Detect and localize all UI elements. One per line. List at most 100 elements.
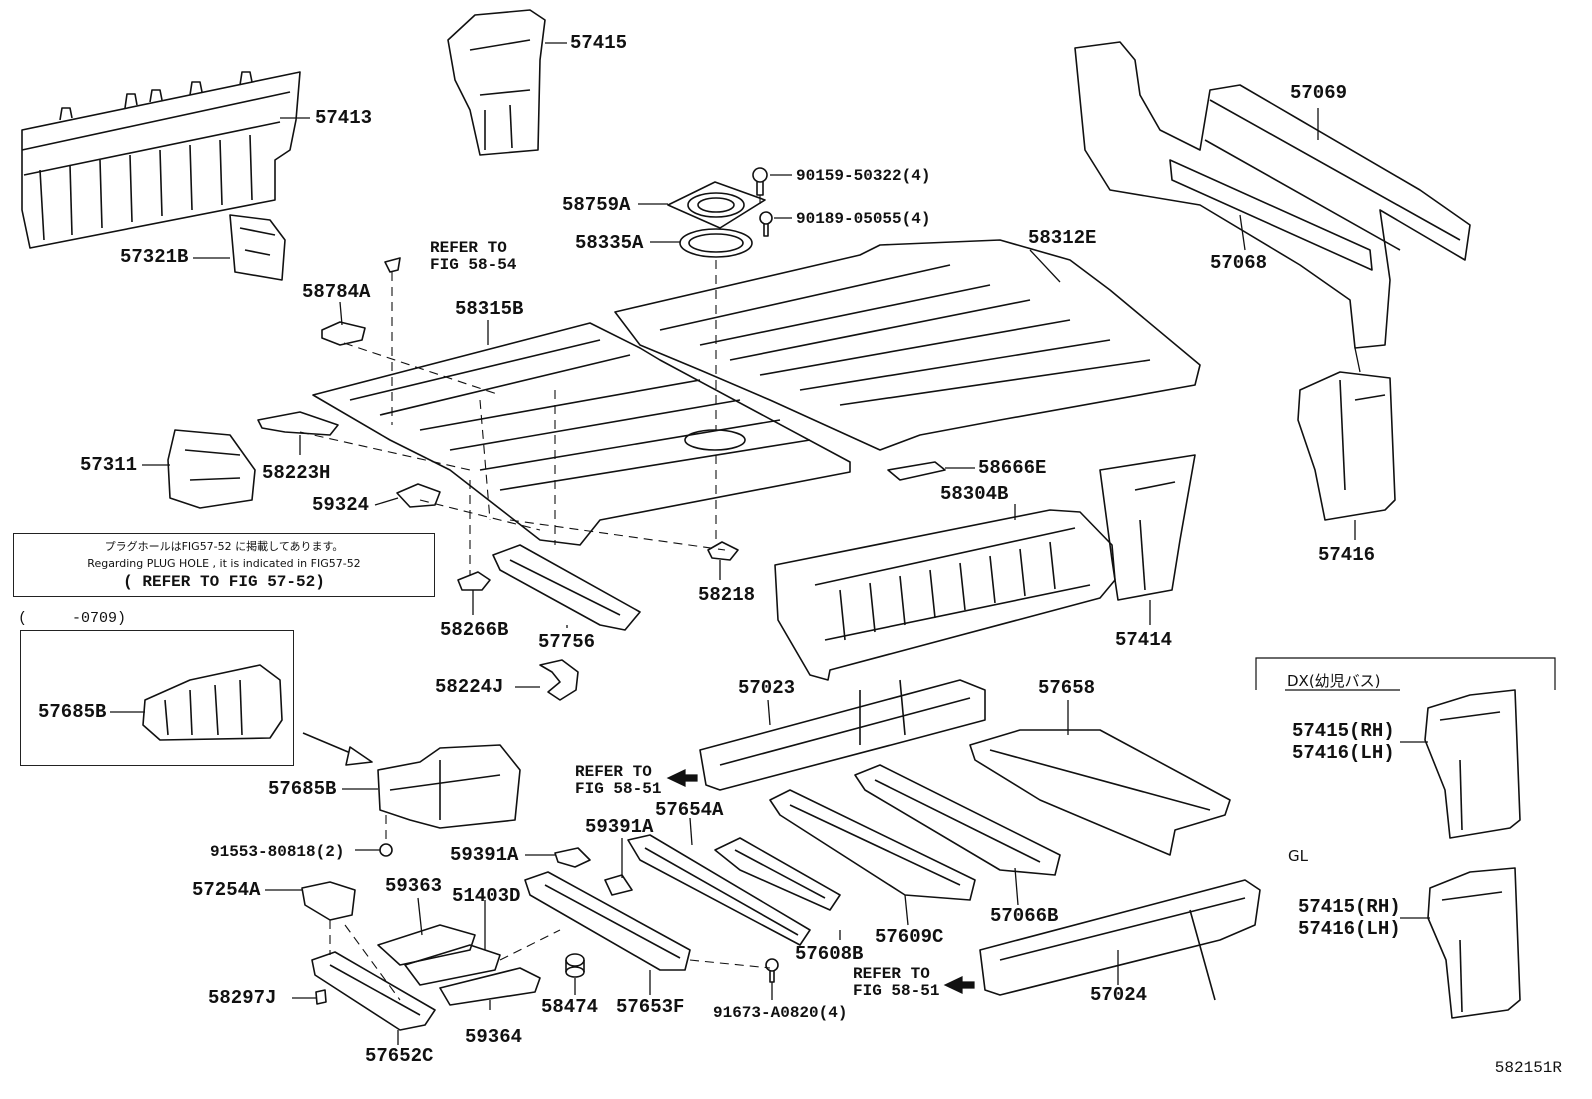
part-58335A-shape	[679, 228, 753, 258]
refer-note-58-54-line1: REFER TO	[430, 239, 507, 257]
plug-hole-note-ref: ( REFER TO FIG 57-52)	[123, 573, 325, 591]
label-59324: 59324	[312, 494, 370, 516]
label-57685B: 57685B	[268, 778, 337, 800]
label-57311: 57311	[80, 454, 138, 476]
part-58312E-shape	[614, 239, 1201, 451]
part-57685B-inset-shape	[142, 664, 283, 741]
plug-hole-note-jp: プラグホールはFIG57-52 に掲載してあります。	[104, 540, 344, 553]
part-57608B-shape	[714, 837, 841, 911]
label-57658: 57658	[1038, 677, 1096, 699]
label-57685B-inset: 57685B	[38, 701, 107, 723]
label-57023: 57023	[738, 677, 796, 699]
part-58297J-shape	[315, 989, 327, 1005]
label-57608B: 57608B	[795, 943, 864, 965]
part-58784A-shape	[321, 321, 366, 346]
bolt-58-54-shape	[384, 257, 401, 273]
part-57414-shape	[1099, 454, 1196, 601]
label-57068: 57068	[1210, 252, 1268, 274]
part-57658-shape	[969, 729, 1231, 856]
part-59364-shape	[439, 967, 541, 1006]
part-57415-shape	[447, 9, 546, 156]
label-58474: 58474	[541, 996, 599, 1018]
part-57254A-shape	[301, 881, 356, 921]
part-58266B-shape	[457, 571, 491, 591]
label-58218: 58218	[698, 584, 756, 606]
part-57413-shape	[21, 71, 301, 249]
label-59364: 59364	[465, 1026, 523, 1048]
label-57254A: 57254A	[192, 879, 261, 901]
label-58266B: 58266B	[440, 619, 509, 641]
part-59324-shape	[396, 483, 441, 508]
bolt-90159-shape	[752, 167, 768, 196]
part-59363-shape	[377, 924, 476, 966]
part-57024-shape	[979, 879, 1261, 1001]
part-58759A-shape	[667, 181, 766, 229]
grade-gl-caption: GL	[1288, 847, 1308, 865]
part-57023-shape	[699, 679, 986, 791]
part-57066B-shape	[854, 764, 1061, 876]
part-57321B-shape	[229, 214, 286, 281]
label-58297J: 58297J	[208, 987, 277, 1009]
part-58304B-shape	[774, 509, 1116, 681]
label-59391A-upper: 59391A	[585, 816, 654, 838]
bolt-90189-shape	[759, 211, 773, 237]
part-58218-shape	[707, 541, 739, 561]
label-58223H: 58223H	[262, 462, 331, 484]
label-57756: 57756	[538, 631, 596, 653]
label-57416: 57416	[1318, 544, 1376, 566]
label-58759A: 58759A	[562, 194, 631, 216]
part-57654A-shape	[627, 834, 811, 946]
refer-note-58-51-left: REFER TO FIG 58-51	[575, 764, 661, 798]
bolt-91553-shape	[379, 843, 393, 857]
refer-note-58-54: REFER TO FIG 58-54	[430, 240, 516, 274]
label-58312E: 58312E	[1028, 227, 1097, 249]
label-57652C: 57652C	[365, 1045, 434, 1067]
part-58474-shape	[565, 953, 585, 978]
refer-note-58-51-right: REFER TO FIG 58-51	[853, 966, 939, 1000]
part-58223H-shape	[257, 411, 339, 436]
label-51403D: 51403D	[452, 885, 521, 907]
label-57415-rh-gl: 57415(RH)	[1298, 896, 1401, 918]
part-57609C-shape	[769, 789, 976, 901]
part-57069-shape	[1074, 41, 1471, 349]
part-57415-57416-dx-shape	[1424, 689, 1521, 839]
label-57024: 57024	[1090, 984, 1148, 1006]
refer-note-58-54-line2: FIG 58-54	[430, 256, 517, 274]
part-57415-57416-gl-shape	[1427, 867, 1521, 1019]
label-57321B: 57321B	[120, 246, 189, 268]
part-57416-shape	[1297, 371, 1396, 521]
part-58224J-shape	[539, 659, 579, 701]
label-57653F: 57653F	[616, 996, 685, 1018]
part-57652C-shape	[311, 951, 436, 1031]
label-58304B: 58304B	[940, 483, 1009, 505]
inset-frame	[20, 630, 294, 766]
label-58224J: 58224J	[435, 676, 504, 698]
label-57416-lh-dx: 57416(LH)	[1292, 742, 1395, 764]
label-91673-A0820: 91673-A0820(4)	[713, 1004, 848, 1022]
label-57415: 57415	[570, 32, 628, 54]
label-58784A: 58784A	[302, 281, 371, 303]
label-58315B: 58315B	[455, 298, 524, 320]
diagram-number: 582151R	[1494, 1059, 1562, 1077]
bolt-91673-shape	[765, 958, 779, 983]
part-58315B-shape	[312, 322, 851, 546]
inset-date-range: ( -0709)	[18, 610, 127, 627]
part-57068-shape	[1169, 159, 1373, 271]
part-57311-shape	[167, 429, 256, 509]
part-59391A-shape	[554, 847, 633, 896]
label-57416-lh-gl: 57416(LH)	[1298, 918, 1401, 940]
refer-note-58-51-right-line1: REFER TO	[853, 965, 930, 983]
label-57069: 57069	[1290, 82, 1348, 104]
part-57653F-shape	[524, 871, 691, 971]
label-58335A: 58335A	[575, 232, 644, 254]
part-58666E-shape	[887, 461, 946, 481]
label-57413: 57413	[315, 107, 373, 129]
label-57654A: 57654A	[655, 799, 724, 821]
refer-note-58-51-left-line1: REFER TO	[575, 763, 652, 781]
label-90159-50322: 90159-50322(4)	[796, 167, 931, 185]
label-59391A-lower: 59391A	[450, 844, 519, 866]
plug-hole-note-en: Regarding PLUG HOLE , it is indicated in…	[87, 557, 361, 570]
part-57685B-shape	[377, 744, 521, 829]
label-90189-05055: 90189-05055(4)	[796, 210, 931, 228]
